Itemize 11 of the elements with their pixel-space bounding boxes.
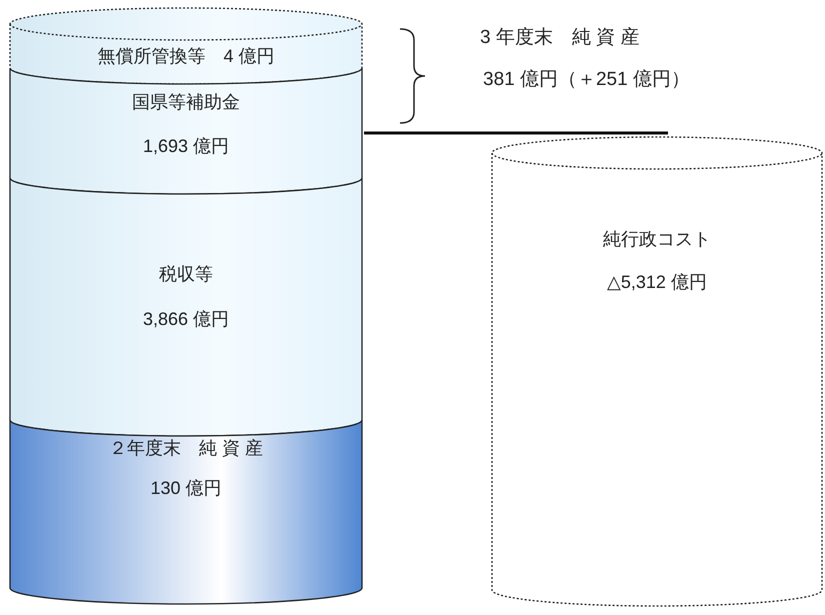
segment-label: ２年度末 純 資 産 bbox=[108, 437, 263, 460]
segment-label: 純行政コスト bbox=[603, 228, 711, 251]
segment-label: 無償所管換等 4 億円 bbox=[97, 45, 274, 68]
amount-label: 3,866 億円 bbox=[142, 308, 230, 331]
amount-label: 130 億円 bbox=[150, 477, 222, 500]
amount-label: 381 億円（＋251 億円） bbox=[483, 68, 690, 92]
segment-label: 税収等 bbox=[159, 263, 213, 286]
amount-label: 1,693 億円 bbox=[142, 135, 230, 158]
segment-label: 国県等補助金 bbox=[132, 91, 240, 114]
total-label: 3 年度末 純 資 産 bbox=[480, 26, 640, 50]
amount-label: △5,312 億円 bbox=[607, 271, 707, 294]
